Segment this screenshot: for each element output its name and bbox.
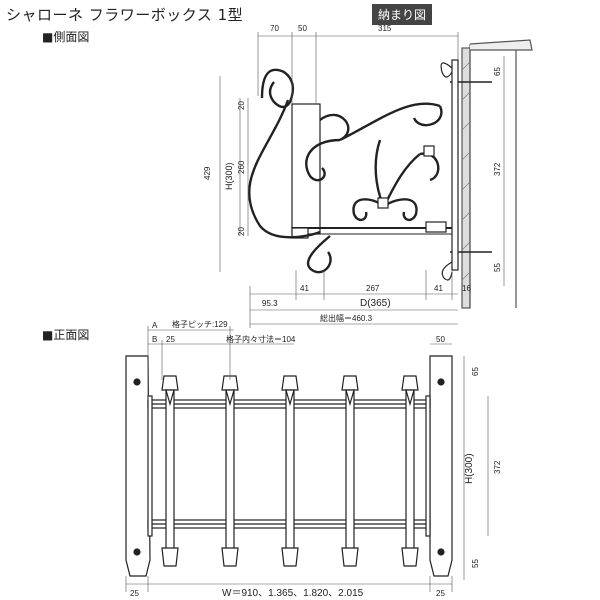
installation-badge: 納まり図 <box>372 4 433 25</box>
finials-top <box>161 375 419 407</box>
dim-front-55: 55 <box>471 559 480 568</box>
dim-front-pitch: 格子ピッチ:129 <box>172 319 228 329</box>
front-view-drawing <box>125 355 453 577</box>
dim-front-50: 50 <box>436 335 445 344</box>
dim-front-372: 372 <box>493 460 502 474</box>
dim-side-70: 70 <box>270 24 279 33</box>
dim-side-16: 16 <box>462 284 471 293</box>
dim-side-d: D(365) <box>360 298 391 309</box>
page-title: シャローネ フラワーボックス 1型 <box>6 6 244 24</box>
dim-front-h: H(300) <box>464 453 475 484</box>
dim-side-41b: 41 <box>434 284 443 293</box>
dim-front-right-25: 25 <box>436 589 445 598</box>
dim-side-429: 429 <box>203 166 212 180</box>
dim-front-left-25: 25 <box>130 589 139 598</box>
dim-side-20b: 20 <box>237 227 246 236</box>
side-view-drawing <box>248 39 533 309</box>
finials-bottom <box>161 547 419 567</box>
dim-side-372: 372 <box>493 162 502 176</box>
dim-side-total: 総出幅＝460.3 <box>320 313 373 323</box>
dim-side-41a: 41 <box>300 284 309 293</box>
dim-side-95: 95.3 <box>262 299 278 308</box>
front-view-label: ■正面図 <box>42 328 90 342</box>
dim-front-25: 25 <box>166 335 175 344</box>
post-left <box>125 355 151 577</box>
dim-side-267: 267 <box>366 284 380 293</box>
dim-side-260: 260 <box>237 160 246 174</box>
wall-section <box>461 47 471 309</box>
side-view-dim-labels: 70 50 315 429 H(300) 20 260 20 65 372 55… <box>203 24 502 323</box>
dim-side-h: H(300) <box>224 162 234 190</box>
side-view-label: ■側面図 <box>42 30 90 44</box>
dim-front-b: B <box>152 335 157 344</box>
dim-side-65: 65 <box>493 67 502 76</box>
dim-front-65: 65 <box>471 367 480 376</box>
front-view-dim-labels: A 格子ピッチ:129 B 25 格子内々寸法＝104 50 65 H(300)… <box>130 319 502 599</box>
dim-side-315: 315 <box>378 24 392 33</box>
scroll-arm <box>248 99 321 239</box>
bracket-post <box>451 59 459 271</box>
dim-side-55: 55 <box>493 263 502 272</box>
pickets <box>165 389 415 561</box>
dim-side-50: 50 <box>298 24 307 33</box>
front-view-dimensions <box>125 326 489 592</box>
scroll-bottom <box>306 235 332 274</box>
side-view-dimensions <box>219 32 505 328</box>
dim-front-inner: 格子内々寸法＝104 <box>226 334 296 344</box>
post-right <box>429 355 453 577</box>
scroll-top-left <box>260 68 295 109</box>
dim-front-a: A <box>152 321 158 330</box>
dim-side-20a: 20 <box>237 101 246 110</box>
dim-front-w: W＝910、1.365、1.820、2.015 <box>222 588 364 599</box>
